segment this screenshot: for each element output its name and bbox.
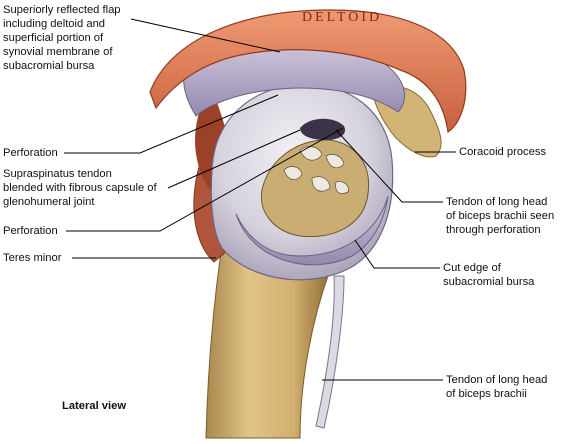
label-cut-edge: Cut edge of subacromial bursa <box>443 262 535 288</box>
leader-flap <box>130 18 281 53</box>
label-biceps-tendon: Tendon of long head of biceps brachii <box>446 374 548 400</box>
leader-perforation-lower <box>66 127 344 232</box>
label-perforation-lower: Perforation <box>3 225 58 237</box>
label-perforation-upper: Perforation <box>3 147 58 159</box>
leader-supraspinatus <box>167 129 301 189</box>
leader-lines <box>64 18 456 381</box>
leader-perforation-upper <box>64 94 279 154</box>
leader-biceps-seen <box>335 129 443 203</box>
perforation-small <box>300 118 346 140</box>
interior-detail <box>283 146 349 194</box>
label-biceps-seen: Tendon of long head of biceps brachii se… <box>446 196 555 236</box>
label-reflected-flap: Superiorly reflected flap including delt… <box>3 4 121 72</box>
bursa-cut-edge <box>235 195 389 266</box>
label-supraspinatus: Supraspinatus tendon blended with fibrou… <box>3 168 157 208</box>
humerus-shaft <box>205 244 331 439</box>
deltoid-text: DELTOID <box>302 10 382 25</box>
label-lateral-view: Lateral view <box>62 400 127 412</box>
posterior-muscle <box>195 100 232 190</box>
label-teres-minor: Teres minor <box>3 252 62 264</box>
biceps-tendon <box>315 275 345 429</box>
leader-cut-edge <box>354 239 440 269</box>
label-coracoid: Coracoid process <box>459 146 547 158</box>
